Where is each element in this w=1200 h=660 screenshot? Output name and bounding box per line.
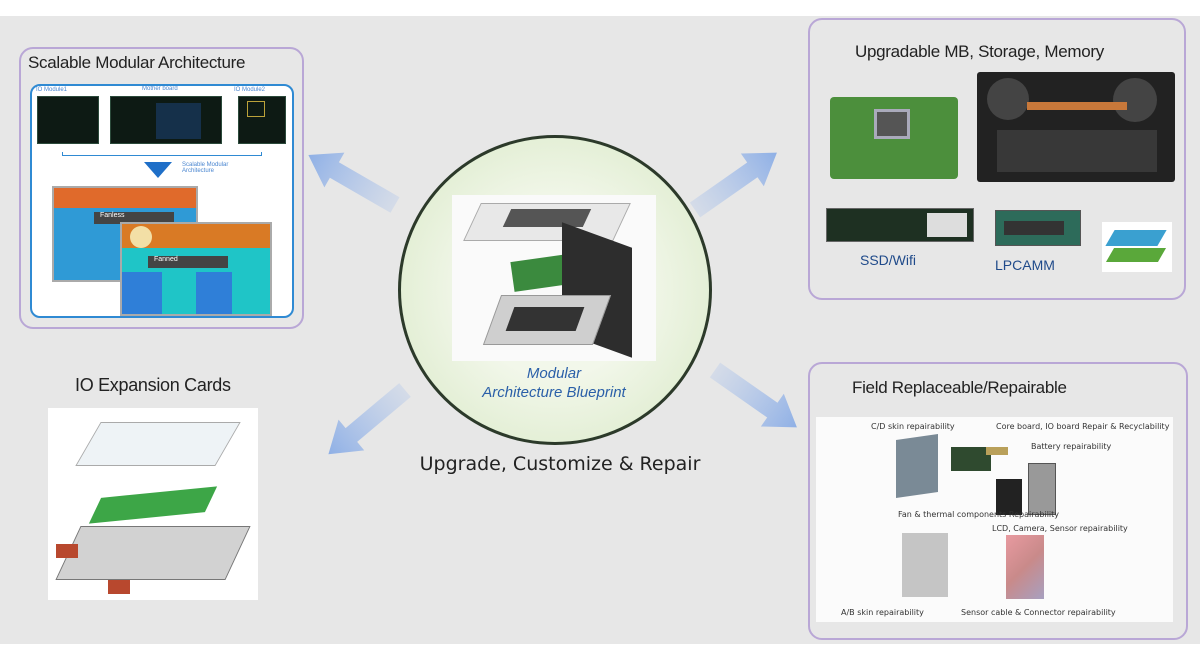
scalable-title: Scalable Modular Architecture — [28, 53, 246, 72]
label-scalable: Scalable Modular Architecture — [182, 162, 229, 174]
field-repair-image: C/D skin repairability Core board, IO bo… — [816, 417, 1173, 622]
fanned-label: Fanned — [148, 256, 228, 268]
upgradable-title: Upgradable MB, Storage, Memory — [855, 42, 1104, 61]
lpcamm-label: LPCAMM — [995, 257, 1055, 273]
ssd-label: SSD/Wifi — [860, 252, 916, 268]
io-expansion-image — [48, 408, 258, 600]
caption-line-2: Architecture Blueprint — [482, 384, 626, 401]
label-sensor-cable: Sensor cable & Connector repairability — [961, 608, 1116, 617]
memory-module-image — [1102, 222, 1172, 272]
arrow-to-io — [328, 383, 411, 455]
laptop-internals-image — [977, 72, 1175, 182]
tagline: Upgrade, Customize & Repair — [419, 453, 701, 475]
label-lcd-camera: LCD, Camera, Sensor repairability — [992, 524, 1128, 533]
scalable-diagram: IO Module1 Mother board IO Module2 Scala… — [30, 84, 294, 318]
label-cd-skin: C/D skin repairability — [871, 422, 955, 431]
fanless-label: Fanless — [94, 212, 174, 224]
arrow-to-upgradable — [689, 152, 777, 218]
label-battery: Battery repairability — [1031, 442, 1112, 451]
field-title: Field Replaceable/Repairable — [852, 378, 1067, 397]
blueprint-caption: Modular Architecture Blueprint — [452, 364, 656, 402]
label-io-module1: IO Module1 — [36, 87, 68, 93]
ssd-image — [826, 208, 974, 242]
down-arrow-icon — [144, 162, 172, 178]
laptop-exploded-image — [452, 195, 656, 361]
arrow-to-field — [709, 362, 797, 428]
lpcamm-image — [995, 210, 1081, 246]
label-core-board: Core board, IO board Repair & Recyclabil… — [996, 422, 1170, 431]
io-title: IO Expansion Cards — [75, 375, 231, 395]
label-ab-skin: A/B skin repairability — [841, 608, 924, 617]
label-io-module2: IO Module2 — [234, 87, 266, 93]
caption-line-1: Modular — [526, 365, 582, 382]
arrow-to-scalable — [308, 152, 400, 213]
label-mother-board: Mother board — [142, 86, 178, 92]
motherboard-image — [830, 97, 958, 179]
label-fan-thermal: Fan & thermal components Repairability — [898, 510, 1060, 519]
